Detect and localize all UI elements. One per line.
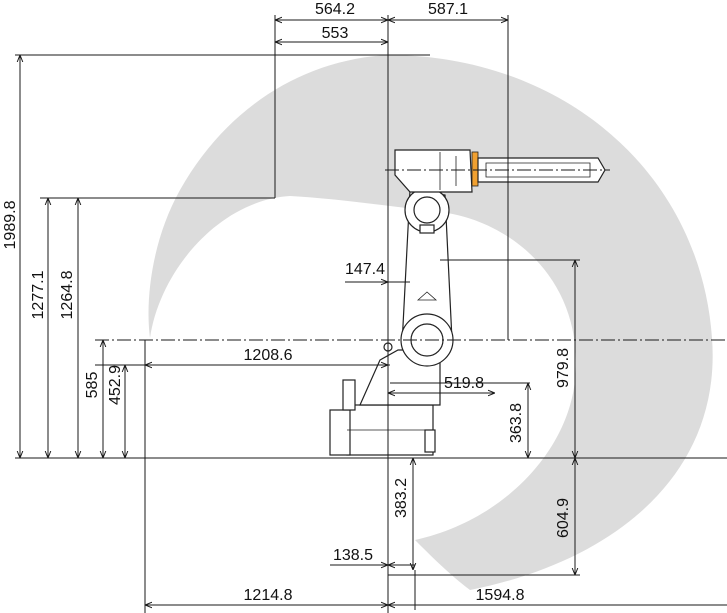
dim-label-right-below: 604.9: [555, 498, 572, 538]
dim-label-left-total: 1989.8: [2, 200, 19, 249]
dim-label-right-base: 363.8: [508, 403, 525, 443]
dim-label-bottom-right: 1594.8: [476, 587, 525, 604]
dim-label-left-c: 585: [84, 372, 101, 399]
work-envelope: [148, 55, 713, 590]
dim-label-reach-left: 1208.6: [244, 347, 293, 364]
dim-label-left-b: 1264.8: [59, 270, 76, 319]
dim-label-bottom-offset: 138.5: [333, 547, 373, 564]
dim-label-below-base: 383.2: [393, 478, 410, 518]
robot-base: [329, 379, 436, 456]
dim-label-base-right: 519.8: [444, 375, 484, 392]
robot-lower-arm: [359, 187, 454, 406]
dim-label-left-a: 1277.1: [30, 270, 47, 319]
dim-label-bottom-left: 1214.8: [244, 587, 293, 604]
dim-label-top-right: 587.1: [428, 1, 468, 18]
dim-label-upper-offset: 147.4: [345, 261, 385, 278]
dim-label-right-height: 979.8: [555, 348, 572, 388]
dim-label-left-d: 452.9: [107, 365, 124, 405]
dim-label-top-left: 564.2: [315, 1, 355, 18]
dimension-lines: [20, 20, 727, 605]
dim-label-top-inner: 553: [322, 25, 349, 42]
